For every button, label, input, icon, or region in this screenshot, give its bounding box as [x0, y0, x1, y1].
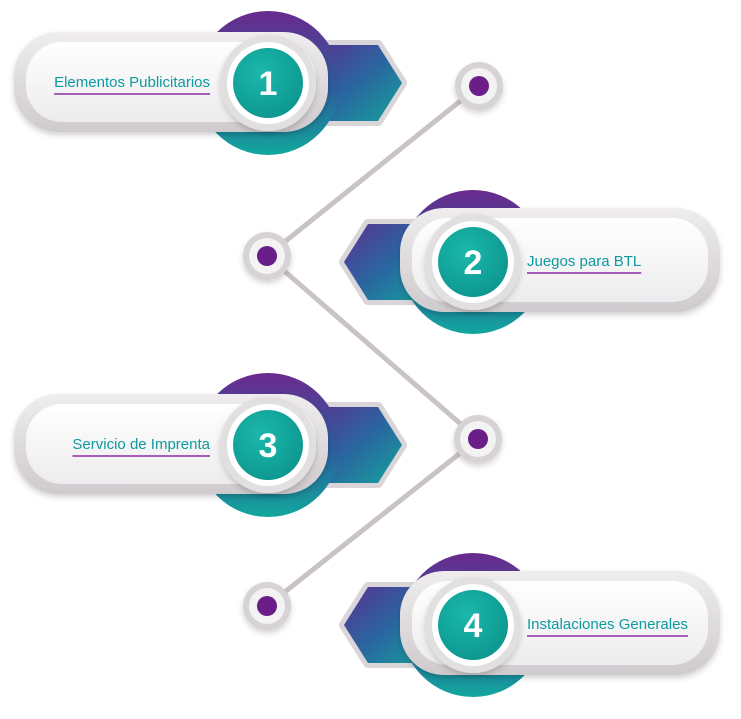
- connector-node: [243, 232, 291, 280]
- item-number: 1: [259, 65, 278, 103]
- item-label: Elementos Publicitarios: [54, 74, 210, 91]
- connector-node: [243, 582, 291, 630]
- connector-nodes: [243, 62, 503, 630]
- connector-node: [454, 415, 502, 463]
- item-label: Instalaciones Generales: [527, 616, 688, 633]
- node-dot: [257, 596, 277, 616]
- item-list: 1 Elementos Publicitarios 2 Juegos para BTL…: [14, 11, 720, 697]
- item-number: 4: [464, 607, 483, 645]
- item-card-4: 4 Instalaciones Generales: [339, 553, 720, 697]
- connector-lines: [264, 84, 481, 608]
- number-badge: [438, 227, 508, 297]
- node-dot: [257, 246, 277, 266]
- number-badge: [233, 48, 303, 118]
- item-card-2: 2 Juegos para BTL: [339, 190, 720, 334]
- item-card-3: 3 Servicio de Imprenta: [14, 373, 407, 517]
- item-label: Servicio de Imprenta: [72, 436, 210, 453]
- item-card-1: 1 Elementos Publicitarios: [14, 11, 407, 155]
- node-dot: [468, 429, 488, 449]
- connector-zigzag-line: [264, 84, 481, 608]
- connector-node: [455, 62, 503, 110]
- item-label: Juegos para BTL: [527, 253, 641, 270]
- node-dot: [469, 76, 489, 96]
- number-badge: [233, 410, 303, 480]
- item-number: 3: [259, 427, 278, 465]
- item-number: 2: [464, 244, 483, 282]
- number-badge: [438, 590, 508, 660]
